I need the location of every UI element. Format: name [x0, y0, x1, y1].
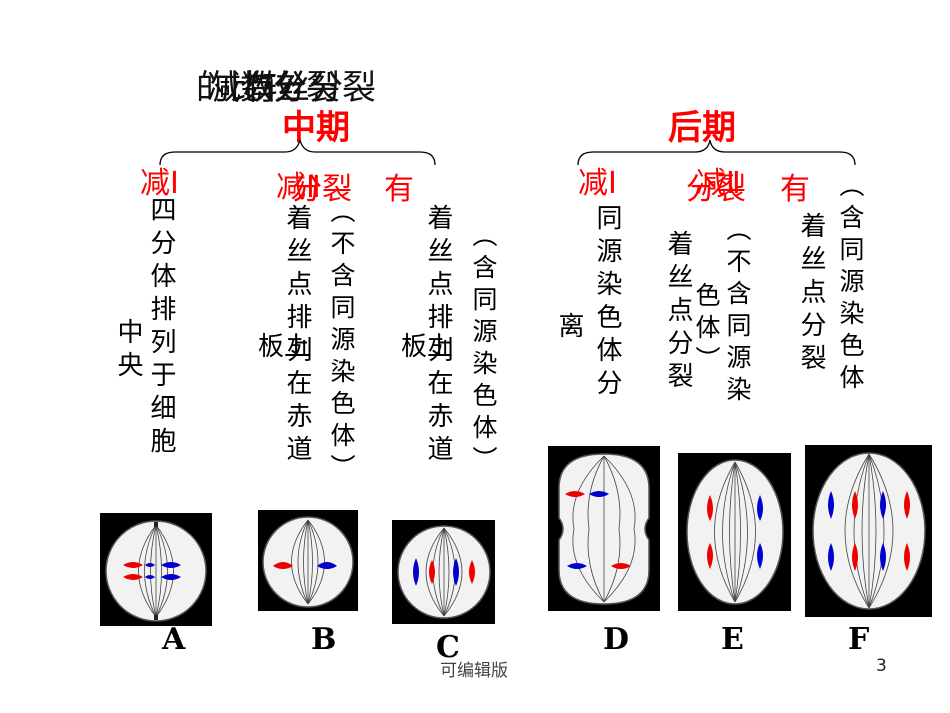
label-jian1-right: 减Ⅰ [578, 166, 617, 201]
title-overlap-3: 有丝分裂 [243, 68, 376, 108]
cell-image-c [392, 520, 495, 624]
title-overlap-1: 的比较 [196, 68, 296, 108]
label-you-right: 有 [780, 172, 810, 207]
cell-image-d [548, 446, 660, 611]
page-number: 3 [876, 656, 887, 676]
label-jian1-left: 减Ⅰ [140, 166, 179, 201]
desc-c-tail: 板上 [401, 332, 454, 362]
desc-c-note: （含同源染色体） [469, 222, 498, 478]
footer-text: 可编辑版 [440, 661, 508, 681]
cell-image-f [805, 445, 932, 617]
desc-f-note: （含同源染色体 [836, 172, 865, 396]
label-jian2-left: 减Ⅱ [276, 170, 321, 205]
label-youfen-right: 分裂 [686, 172, 746, 207]
desc-d-main: 同源染色体分 [592, 204, 622, 402]
figure-letter-e: E [721, 622, 744, 657]
desc-b-tail: 板上 [258, 332, 311, 362]
cell-image-e [678, 453, 791, 611]
cell-image-b [258, 510, 358, 611]
desc-e-note: （不含同源染 [723, 216, 752, 408]
figure-letter-b: B [311, 622, 337, 657]
desc-a-tail: 中央 [113, 318, 143, 384]
desc-d-tail: 离 [554, 312, 584, 345]
cell-image-a [100, 513, 212, 626]
figure-letter-a: A [162, 622, 186, 657]
phase-middle: 中期 [282, 108, 350, 148]
desc-e-main: 着丝点分裂 [663, 230, 693, 395]
figure-letter-d: D [603, 622, 630, 657]
figure-letter-c: C [436, 630, 460, 665]
label-youfen-left: 分裂 [292, 172, 352, 207]
label-you-left: 有 [384, 172, 414, 207]
phase-later: 后期 [668, 108, 736, 148]
desc-f-main: 着丝点分裂 [796, 212, 826, 377]
figure-letter-f: F [848, 622, 870, 657]
desc-a-main: 四分体排列于细胞 [146, 196, 176, 460]
desc-b-note: （不含同源染色体） [327, 198, 356, 486]
desc-b-main: 着丝点排列在赤道 [282, 204, 312, 468]
title-overlap-2: 减数分裂 [207, 68, 340, 108]
desc-e-note-tail: 色体） [692, 282, 721, 378]
label-jian2-right: 减Ⅱ [696, 166, 741, 201]
desc-c-main: 着丝点排列在赤道 [423, 204, 453, 468]
